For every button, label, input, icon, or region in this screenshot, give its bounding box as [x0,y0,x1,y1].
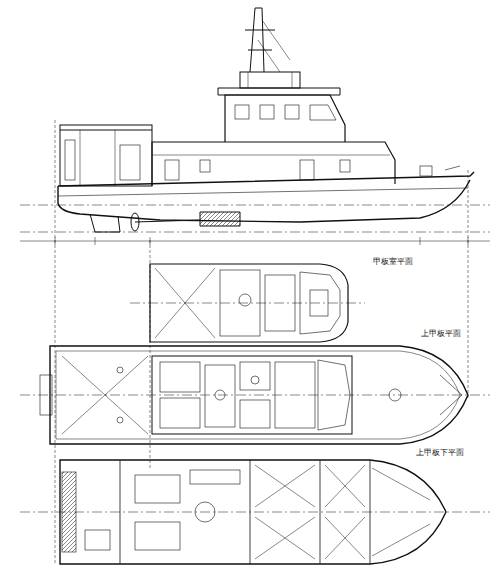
deckhouse-plan [130,264,365,342]
view-title: 上甲板平面 [420,330,462,339]
profile-view [20,8,490,245]
view-title: 甲板室平面 [372,258,414,267]
upper-deck-plan [20,346,490,444]
below-deck-plan [20,460,490,564]
view-title: 上甲板下平面 [415,449,465,458]
